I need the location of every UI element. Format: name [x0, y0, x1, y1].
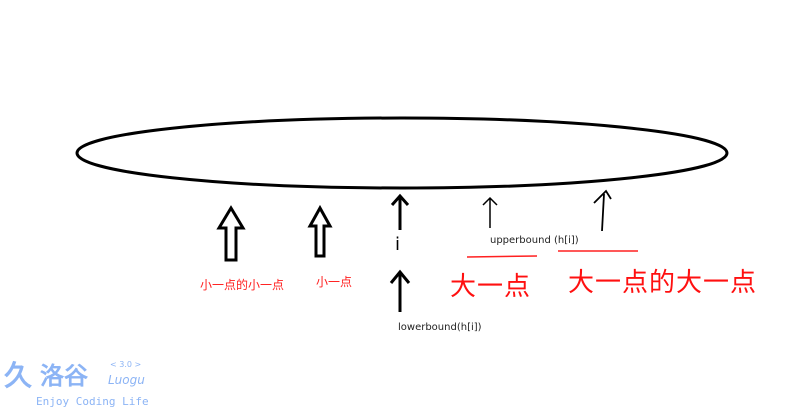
label-i: i [395, 234, 401, 255]
arrow-up-bigger [593, 189, 612, 232]
logo-brand-en: Luogu [108, 373, 145, 387]
logo-brand-cn: 洛谷 [40, 362, 88, 390]
arrow-up-i-top [390, 193, 410, 230]
logo-slogan: Enjoy Coding Life [36, 395, 149, 408]
arrow-up-upperbound [482, 196, 498, 228]
arrow-up-lowerbound [389, 269, 411, 312]
label-smaller: 小一点 [316, 275, 353, 289]
label-upperbound: upperbound (h[i]) [490, 235, 579, 246]
logo-mark-icon: 久 [4, 359, 33, 392]
logo-version: < 3.0 > [110, 360, 142, 369]
label-lowerbound: lowerbound(h[i]) [398, 322, 482, 333]
ellipse [75, 116, 729, 190]
hollow-arrow-2 [307, 204, 333, 258]
label-smaller-of-smaller: 小一点的小一点 [200, 278, 285, 292]
red-underline-1 [466, 255, 538, 258]
label-bigger-of-bigger: 大一点的大一点 [568, 268, 758, 298]
luogu-watermark: 久 洛谷 < 3.0 > Luogu Enjoy Coding Life [4, 360, 164, 412]
hollow-arrow-1 [216, 205, 246, 262]
label-bigger: 大一点 [450, 272, 532, 302]
